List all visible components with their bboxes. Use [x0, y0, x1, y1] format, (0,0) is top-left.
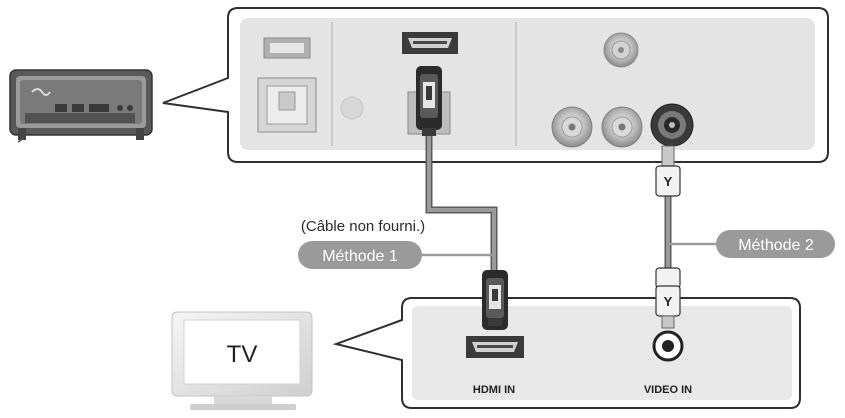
hdmi-out-port-icon — [402, 32, 458, 54]
tv-rear-panel — [332, 297, 801, 409]
panel-hole — [340, 96, 364, 120]
home-theater-unit-icon — [9, 69, 153, 143]
video-in-jack-icon — [652, 330, 684, 362]
method-2-label: Méthode 2 — [738, 237, 814, 254]
method-1-label: Méthode 1 — [322, 248, 398, 265]
audio-right-jack-icon — [601, 106, 643, 148]
method-2-badge: Méthode 2 — [668, 230, 835, 258]
video-plug-bottom-letter: Y — [664, 294, 673, 309]
video-out-jack-icon — [650, 103, 694, 147]
usb-port-icon — [263, 37, 311, 59]
method-1-badge: Méthode 1 — [298, 241, 494, 269]
tv-icon — [171, 311, 313, 410]
hdmi-plug-top-icon — [407, 66, 451, 136]
audio-left-jack-icon — [551, 106, 593, 148]
video-plug-top-letter: Y — [664, 174, 673, 189]
video-plug-top-icon — [655, 145, 681, 197]
hdmi-plug-bottom-icon — [482, 270, 508, 330]
antenna-connector-icon — [603, 32, 639, 68]
video-in-label: VIDEO IN — [644, 384, 692, 396]
video-plug-bottom-icon — [655, 267, 681, 329]
player-rear-panel — [162, 7, 829, 163]
cable-not-supplied-caption: (Câble non fourni.) — [301, 218, 425, 235]
hdmi-in-port-icon — [466, 336, 524, 358]
hdmi-cable — [425, 136, 498, 272]
hdmi-in-label: HDMI IN — [473, 384, 515, 396]
tv-label: TV — [227, 341, 258, 368]
lan-port-icon — [257, 77, 317, 133]
